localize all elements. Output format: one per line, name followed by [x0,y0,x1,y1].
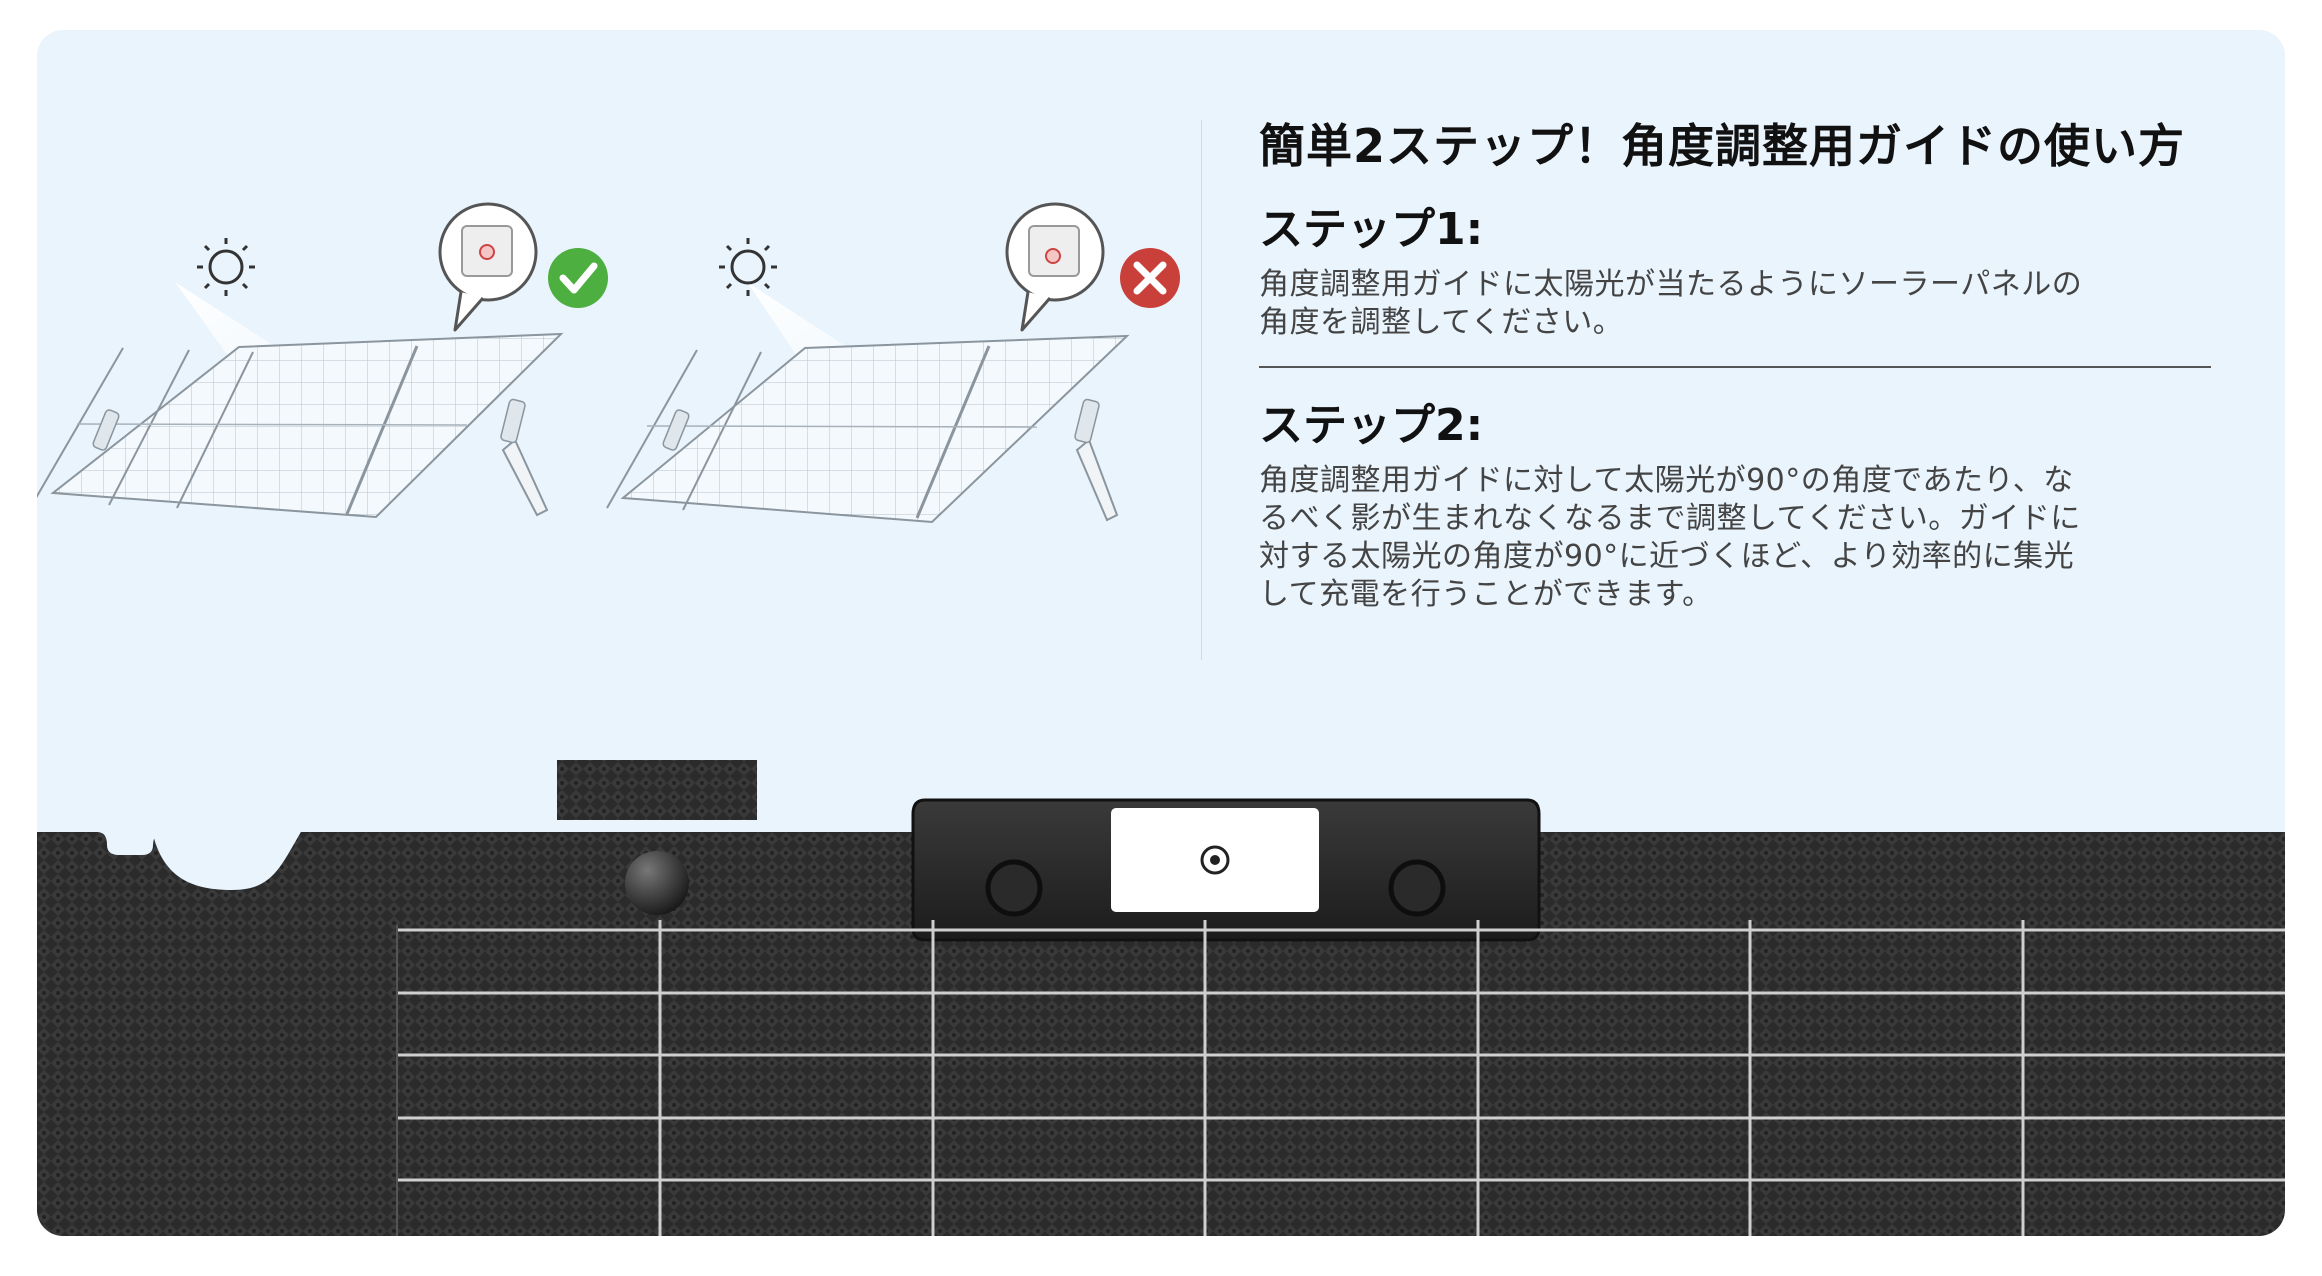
step-2-body: 角度調整用ガイドに対して太陽光が90°の角度であたり、な るべく影が生まれなくな… [1259,462,2259,614]
step-2-line: 角度調整用ガイドに対して太陽光が90°の角度であたり、な [1259,463,2074,498]
info-card: 簡単2ステップ！角度調整用ガイドの使い方 ステップ1: 角度調整用ガイドに太陽光… [37,30,2285,1236]
cell-grid [397,920,2285,1236]
guide-callout [1005,202,1105,332]
illustration-area [37,202,1180,524]
step-2-line: るべく影が生まれなくなるまで調整してください。ガイドに [1259,501,2081,536]
step-1-line: 角度調整用ガイドに太陽光が当たるようにソーラーパネルの [1259,267,2083,302]
instructions: 簡単2ステップ！角度調整用ガイドの使い方 ステップ1: 角度調整用ガイドに太陽光… [1259,112,2259,614]
guide-target-icon [1200,845,1230,875]
panel-body [37,832,2285,1236]
panel-tab [557,760,757,820]
sun-icon [197,238,255,296]
step-2-title: ステップ2: [1259,400,1484,451]
step-1-body: 角度調整用ガイドに太陽光が当たるようにソーラーパネルの 角度を調整してください。 [1259,266,2259,342]
cross-circle-icon [1120,248,1180,308]
grommet [625,851,689,915]
step-1-line: 角度を調整してください。 [1259,305,1624,340]
step-2-line: 対する太陽光の角度が90°に近づくほど、より効率的に集光 [1259,539,2075,574]
panel-incorrect [606,282,1130,524]
step-1-title: ステップ1: [1259,204,1484,255]
sun-icon [719,238,777,296]
guide-window [1111,808,1319,912]
page-title: 簡単2ステップ！角度調整用ガイドの使い方 [1259,119,2186,173]
panel-correct [37,282,564,519]
panel-closeup [37,760,2285,1236]
check-circle-icon [548,248,608,308]
vertical-divider [1201,120,1202,660]
step-2-line: して充電を行うことができます。 [1259,577,1713,612]
guide-callout [438,202,538,332]
section-divider [1259,366,2211,368]
